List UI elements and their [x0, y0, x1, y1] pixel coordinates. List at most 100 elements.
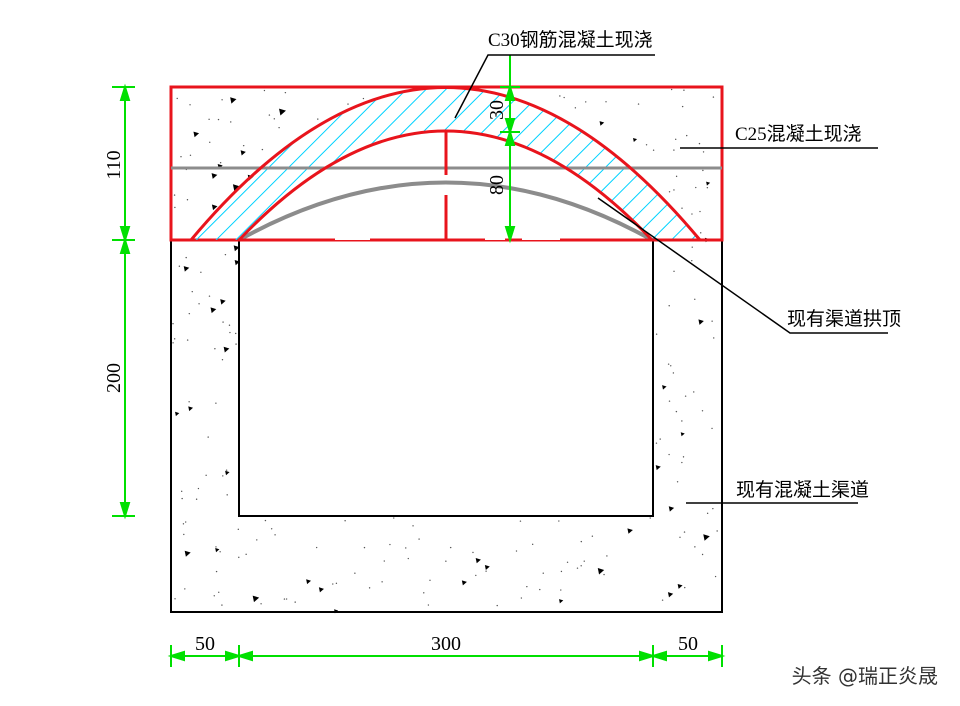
concrete-dot: [174, 598, 176, 600]
concrete-dot: [184, 521, 187, 523]
concrete-dot: [673, 270, 675, 273]
concrete-aggregate: [597, 568, 605, 575]
concrete-dot: [672, 372, 675, 374]
concrete-dot: [347, 103, 349, 105]
concrete-dot: [245, 553, 247, 556]
concrete-dot: [539, 588, 541, 591]
dim-arch-rise: 80: [486, 175, 508, 195]
existing-channel-outline: [170, 240, 723, 613]
existing-arch-crown: [238, 180, 653, 242]
concrete-dot: [228, 324, 231, 326]
concrete-dot: [215, 546, 217, 548]
concrete-aggregate: [461, 580, 467, 586]
concrete-dot: [637, 103, 640, 105]
concrete-aggregate: [215, 548, 220, 553]
label-c25-pour: C25混凝土现浇: [735, 123, 862, 145]
concrete-dot: [189, 154, 192, 156]
dim-width-middle: 300: [431, 633, 461, 655]
concrete-dot: [485, 570, 487, 572]
concrete-texture: [172, 88, 718, 614]
concrete-dot: [189, 104, 191, 106]
concrete-dot: [574, 107, 577, 109]
concrete-dot: [237, 528, 240, 531]
concrete-aggregate: [240, 150, 246, 156]
concrete-dot: [215, 402, 217, 404]
concrete-aggregate: [698, 319, 704, 325]
concrete-dot: [560, 589, 562, 591]
left-dimension-lines: [112, 83, 135, 520]
concrete-dot: [215, 570, 218, 573]
concrete-aggregate: [220, 299, 226, 305]
concrete-aggregate: [677, 583, 683, 589]
concrete-aggregate: [706, 181, 711, 186]
concrete-dot: [180, 490, 183, 493]
concrete-dot: [261, 148, 264, 151]
concrete-dot: [344, 520, 346, 522]
concrete-dot: [221, 99, 223, 101]
concrete-dot: [445, 560, 447, 562]
concrete-dot: [178, 265, 181, 267]
concrete-dot: [270, 528, 273, 530]
concrete-aggregate: [627, 528, 633, 534]
concrete-dot: [186, 199, 189, 201]
concrete-dot: [235, 343, 237, 345]
concrete-dot: [676, 481, 679, 483]
concrete-aggregate: [633, 137, 638, 142]
concrete-dot: [682, 456, 685, 458]
concrete-dot: [242, 144, 245, 147]
concrete-aggregate: [211, 173, 218, 179]
concrete-dot: [405, 547, 407, 549]
concrete-dot: [691, 246, 693, 248]
concrete-dot: [712, 507, 714, 510]
concrete-aggregate: [680, 432, 685, 437]
concrete-dot: [668, 400, 671, 402]
concrete-aggregate: [599, 121, 605, 126]
concrete-dot: [714, 575, 717, 578]
leader-lines: [454, 54, 888, 504]
concrete-dot: [585, 101, 587, 103]
concrete-dot: [238, 556, 240, 559]
concrete-dot: [519, 520, 522, 522]
concrete-dot: [603, 573, 605, 576]
concrete-dot: [224, 253, 227, 256]
concrete-dot: [558, 520, 560, 522]
concrete-dot: [278, 126, 280, 129]
concrete-dot: [208, 295, 211, 297]
concrete-dot: [701, 410, 704, 412]
concrete-dot: [186, 339, 189, 341]
concrete-dot: [317, 118, 319, 120]
concrete-dot: [580, 540, 583, 543]
concrete-dot: [591, 535, 594, 537]
concrete-dot: [563, 96, 565, 99]
concrete-dot: [172, 342, 174, 344]
concrete-aggregate: [279, 108, 286, 116]
concrete-dot: [668, 453, 670, 456]
label-c30-pour: C30钢筋混凝土现浇: [488, 29, 653, 51]
concrete-dot: [393, 517, 395, 519]
concrete-aggregate: [210, 307, 217, 314]
concrete-dot: [566, 561, 569, 563]
concrete-dot: [274, 534, 276, 536]
concrete-dot: [606, 555, 608, 557]
concrete-dot: [700, 232, 702, 234]
channel-interior: [238, 239, 654, 517]
concrete-dot: [605, 101, 607, 103]
concrete-dot: [711, 320, 713, 322]
concrete-dot: [681, 105, 684, 108]
concrete-aggregate: [230, 97, 237, 104]
concrete-aggregate: [232, 184, 240, 191]
concrete-aggregate: [484, 565, 490, 570]
concrete-dot: [221, 359, 224, 361]
concrete-dot: [691, 213, 693, 215]
concrete-dot: [691, 259, 693, 262]
concrete-dot: [673, 189, 675, 191]
concrete-dot: [205, 474, 207, 477]
concrete-dot: [681, 207, 683, 209]
concrete-dot: [418, 538, 420, 540]
concrete-dot: [670, 365, 672, 367]
concrete-dot: [173, 194, 176, 196]
concrete-dot: [496, 604, 498, 607]
concrete-aggregate: [223, 346, 230, 353]
concrete-dot: [698, 142, 701, 145]
